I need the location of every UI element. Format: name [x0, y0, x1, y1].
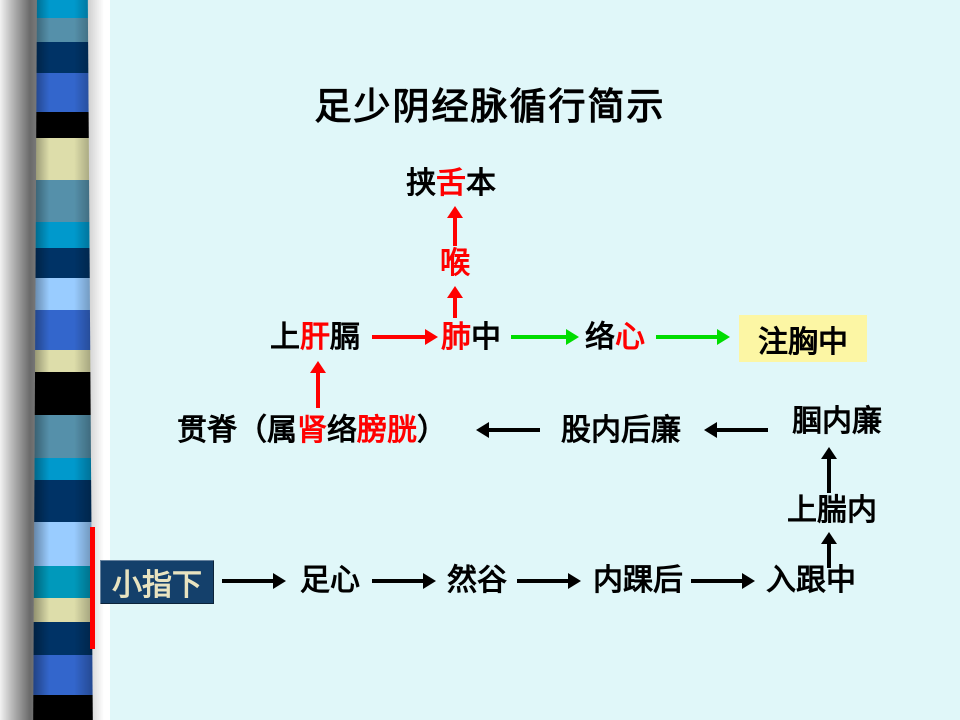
flow-arrow-left-popliteal-to-thigh — [704, 422, 768, 438]
node-luo-xin: 络心 — [585, 321, 645, 354]
ribbon-segment — [33, 695, 93, 720]
arrow-head — [821, 447, 837, 459]
arrow-head — [425, 329, 438, 345]
ribbon-segment — [33, 180, 93, 222]
node-gu-nei-hou-lian: 股内后廉 — [561, 414, 681, 447]
node-ran-gu: 然谷 — [447, 564, 507, 597]
arrow-head — [476, 422, 489, 438]
arrow-shaft — [453, 216, 457, 246]
ribbon-segment — [33, 0, 93, 18]
text-segment: ） — [417, 414, 447, 447]
ribbon-segment — [33, 112, 93, 138]
ribbon-segment — [33, 566, 93, 598]
text-segment: 中 — [471, 321, 501, 354]
node-hou: 喉 — [440, 247, 470, 280]
flow-arrow-left-thigh-to-spine — [476, 422, 540, 438]
arrow-head — [423, 573, 436, 589]
ribbon-segment — [33, 458, 93, 480]
arrow-head — [742, 573, 755, 589]
arrow-shaft — [691, 579, 744, 583]
ribbon-segment — [33, 480, 93, 522]
text-segment: 本 — [466, 167, 496, 200]
arrow-shaft — [517, 579, 570, 583]
arrow-head — [717, 329, 730, 345]
ribbon-segment — [33, 655, 93, 695]
ribbon-segment — [33, 278, 93, 310]
arrow-head — [568, 573, 581, 589]
ribbon-segment — [33, 73, 93, 112]
flow-arrow-right-toe-to-sole — [222, 573, 286, 589]
text-segment-red: 肺 — [441, 321, 471, 354]
arrow-head — [821, 532, 837, 544]
flow-arrow-right-rangu-to-malleolus — [517, 573, 581, 589]
flow-arrow-up-kidney-to-liver — [310, 361, 326, 408]
arrow-shaft — [511, 335, 568, 339]
arrow-shaft — [372, 335, 427, 339]
flow-arrow-right-liver-to-lung — [372, 329, 438, 345]
ribbon-segment — [33, 598, 93, 622]
arrow-head — [704, 422, 717, 438]
red-accent-line — [90, 527, 95, 649]
arrow-head — [310, 361, 326, 373]
text-segment: 络 — [327, 414, 357, 447]
node-zhu-xiong-zhong-highlight-box: 注胸中 — [739, 315, 867, 362]
ribbon-segment — [33, 372, 93, 415]
text-segment: 膈 — [330, 321, 360, 354]
ribbon-segment — [33, 622, 93, 655]
arrow-shaft — [827, 542, 831, 568]
text-segment-red: 膀胱 — [357, 414, 417, 447]
flow-arrow-right-heart-to-chest — [656, 329, 730, 345]
text-segment-red: 肝 — [300, 321, 330, 354]
arrow-head — [566, 329, 579, 345]
ribbon-segment — [33, 42, 93, 73]
arrow-shaft — [827, 457, 831, 493]
ribbon-segment — [33, 222, 93, 248]
node-shang-gan-ge: 上肝膈 — [270, 321, 360, 354]
text-segment: 挟 — [406, 167, 436, 200]
ribbon-segment — [33, 138, 93, 180]
node-zu-xin: 足心 — [300, 564, 360, 597]
node-ru-gen-zhong: 入跟中 — [766, 564, 856, 597]
arrow-shaft — [222, 579, 275, 583]
ribbon-segment — [33, 248, 93, 278]
node-shang-shuan-nei: 上腨内 — [787, 494, 877, 527]
arrow-shaft — [453, 296, 457, 318]
decorative-ribbon — [33, 0, 93, 720]
flow-arrow-right-lung-to-heart — [511, 329, 579, 345]
node-guan-ji: 贯脊（属肾络膀胱） — [177, 414, 447, 447]
flow-arrow-up-calf-to-popliteal — [821, 447, 837, 493]
slide-title: 足少阴经脉循行简示 — [314, 87, 666, 128]
text-segment-red: 心 — [615, 321, 645, 354]
ribbon-segment — [33, 18, 93, 42]
arrow-shaft — [316, 371, 320, 408]
ribbon-segment — [33, 310, 93, 350]
text-segment: 上 — [270, 321, 300, 354]
arrow-head — [447, 286, 463, 298]
ribbon-segment — [33, 350, 93, 372]
ribbon-segment — [33, 522, 93, 566]
flow-arrow-up-hou-to-tongue — [447, 206, 463, 246]
arrow-head — [447, 206, 463, 218]
arrow-shaft — [487, 428, 540, 432]
text-segment-red: 舌 — [436, 167, 466, 200]
arrow-shaft — [372, 579, 425, 583]
node-guo-nei-lian: 腘内廉 — [792, 405, 882, 438]
node-jia-she-ben: 挟舌本 — [406, 167, 496, 200]
flow-arrow-right-sole-to-rangu — [372, 573, 436, 589]
arrow-shaft — [715, 428, 768, 432]
text-segment: 络 — [585, 321, 615, 354]
text-segment: 贯脊（属 — [177, 414, 297, 447]
flow-arrow-up-heel-to-calf — [821, 532, 837, 568]
flow-arrow-up-lung-to-hou — [447, 286, 463, 318]
node-xiao-zhi-xia-start-box: 小指下 — [100, 560, 214, 604]
arrow-shaft — [656, 335, 719, 339]
arrow-head — [273, 573, 286, 589]
ribbon-segment — [33, 415, 93, 458]
text-segment-red: 肾 — [297, 414, 327, 447]
node-fei-zhong: 肺中 — [441, 321, 501, 354]
node-nei-huai-hou: 内踝后 — [593, 564, 683, 597]
flow-arrow-right-malleolus-to-heel — [691, 573, 755, 589]
